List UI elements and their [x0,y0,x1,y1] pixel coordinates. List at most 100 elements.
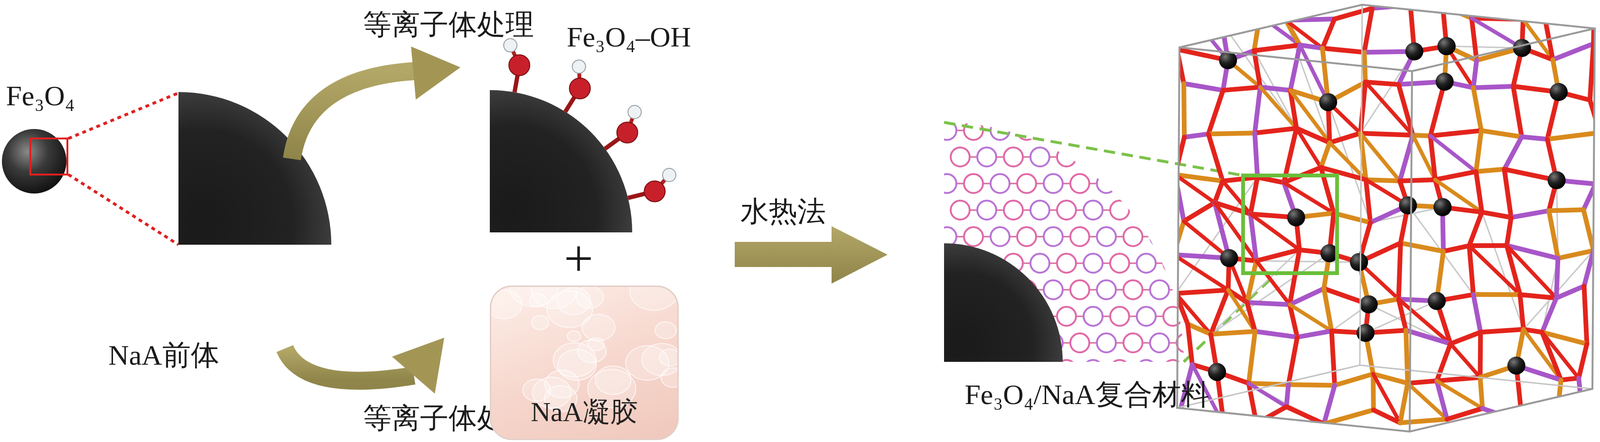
framework-bond [1322,48,1365,53]
bond [1102,156,1111,159]
ring [1150,174,1170,194]
hydroxyl-groups [503,38,676,203]
bond [969,209,978,212]
hydrogen-atom [662,168,676,182]
ring [977,200,997,220]
framework-bond [1480,329,1524,333]
bond [1102,262,1111,265]
ring [977,360,997,380]
framework-bond [1476,130,1482,172]
framework-bond [1256,407,1287,424]
framework-bond [1208,133,1223,181]
gel-box: NaA凝胶 [489,285,679,441]
framework-bond [1175,174,1215,203]
framework-bond [1221,15,1260,23]
framework-bond [1248,331,1255,384]
ring [963,121,983,141]
framework-bond [1175,290,1228,294]
ring [1123,174,1143,194]
framework-bond [1435,171,1477,180]
framework-bond [1583,286,1587,345]
ring [1136,200,1156,220]
framework-bond [1450,344,1481,378]
framework-bond [1480,377,1483,409]
framework-bond [1323,288,1332,331]
framework-bond [1257,177,1284,183]
ring [1030,360,1050,380]
framework-bond [1366,179,1371,223]
fe3o4-particle [1405,42,1424,61]
framework-bond [1256,261,1291,305]
framework-bond [1519,294,1524,330]
framework-bond [1208,132,1255,134]
framework-bond [1583,250,1594,287]
fe3o4-particle [1319,93,1338,112]
fe3o4-particle [1437,37,1456,56]
ring [963,227,983,247]
ring [1070,333,1090,353]
bond [1155,369,1164,371]
bond [1049,156,1058,159]
framework-bond [1224,423,1257,426]
bond [1062,289,1071,291]
bond [1155,316,1164,318]
label: + [563,232,594,285]
framework-bond [1286,384,1289,408]
framework-bond [1210,290,1229,335]
framework-bond [1210,331,1255,335]
bond [1182,156,1190,159]
framework-bond [1398,243,1401,300]
framework-bond [1290,45,1301,91]
framework-bond [1521,137,1548,140]
ring [1096,174,1116,194]
framework-bond [1297,331,1332,338]
node-text: NaA凝胶 [523,396,646,440]
ring [1043,280,1063,300]
framework-bond [1473,86,1514,88]
ring [1003,147,1023,167]
framework-bond [1187,324,1192,365]
fe3o4-particle [1349,253,1368,272]
framework-bond [1436,381,1483,409]
bond [956,236,964,238]
ring [937,227,957,247]
fe3o4-particle [1220,249,1239,268]
framework-bond [1398,84,1413,136]
framework-bond [1333,213,1371,223]
ring [1110,307,1130,327]
label: Fe₃O₄/NaA复合材料 [964,378,1209,412]
bond [1009,183,1018,185]
bond [1089,342,1097,345]
bond [1089,289,1097,291]
framework-bond [1360,133,1413,136]
bond [1142,130,1151,132]
framework-bond [1323,385,1335,425]
ring [1123,333,1143,353]
bond [982,183,991,185]
framework-bond [1250,177,1258,215]
fe3o4-particle [1433,198,1452,217]
bond [1155,262,1164,265]
framework-bond [1322,18,1335,49]
framework-bond [1400,419,1448,423]
bond [1009,130,1018,132]
bond [1102,316,1111,318]
framework-bond [1173,254,1176,294]
framework-bond [1523,11,1544,20]
ring [1070,280,1090,300]
bond [1115,289,1124,291]
bubble [654,321,677,339]
ring [1136,307,1156,327]
ring [1030,200,1050,220]
ring [1083,360,1103,380]
ring [1136,360,1156,380]
fe3o4-particle [1287,208,1306,227]
curved-arrow [284,348,414,382]
framework-bond [1289,288,1324,305]
framework-bond [1553,43,1594,60]
ring [1110,200,1130,220]
bond [1169,183,1177,185]
framework-bond [1223,87,1261,91]
ring [937,174,957,194]
bond [1022,209,1031,212]
